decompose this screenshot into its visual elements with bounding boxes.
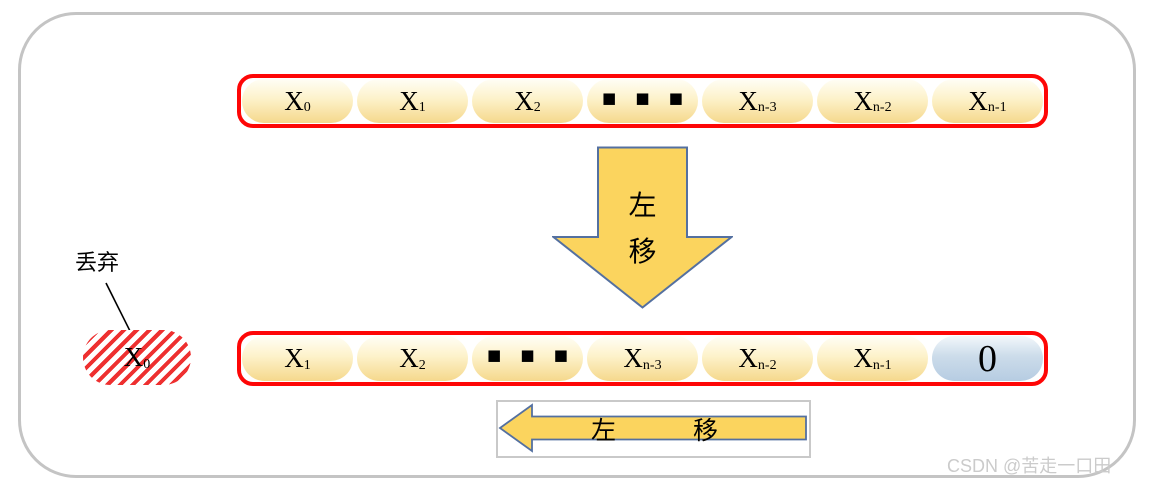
ellipsis-dots: ■ ■ ■ (487, 346, 575, 364)
left-arrow-icon (498, 403, 807, 453)
cell-label: X (514, 85, 534, 116)
cell-subscript: n-3 (757, 100, 777, 115)
cell-subscript: 1 (303, 357, 311, 373)
cell-label: X (738, 343, 758, 373)
cell-subscript: n-1 (987, 100, 1007, 115)
cell-subscript: n-2 (757, 357, 777, 373)
watermark: CSDN @苦走一口田 (947, 456, 1112, 476)
discard-label: 丢弃 (75, 250, 120, 275)
cell-label: X (284, 85, 304, 116)
register-cell-ellipsis: ■ ■ ■ (472, 336, 583, 381)
cell-subscript: 0 (143, 356, 151, 372)
left-shift-label-right: 移 (693, 417, 719, 445)
down-arrow-label: 左 移 (552, 147, 733, 275)
rounded-border-frame (18, 12, 1136, 478)
cell-label: 0 (978, 337, 997, 380)
cell-subscript: 1 (418, 100, 426, 115)
cell-label: X (853, 343, 873, 373)
cell-label: X (738, 85, 758, 116)
left-shift-arrow-box: 左 移 (496, 400, 811, 458)
down-arrow-icon (552, 146, 733, 309)
discard-connector-line (105, 282, 133, 336)
cell-label: X (284, 343, 304, 373)
cell-subscript: n-2 (872, 100, 892, 115)
cell-label: X (399, 343, 419, 373)
cell-label: X (968, 85, 988, 116)
cell-subscript: n-3 (642, 357, 662, 373)
cell-label: X (399, 85, 419, 116)
down-arrow-label-line1: 左 (628, 190, 657, 221)
register-cell-ellipsis: ■ ■ ■ (587, 79, 698, 123)
cell-label: X (623, 343, 643, 373)
cell-subscript: 2 (418, 357, 426, 373)
left-shift-label-left: 左 (591, 417, 617, 445)
cell-label: X (123, 342, 144, 372)
ellipsis-dots: ■ ■ ■ (602, 88, 690, 107)
cell-subscript: 0 (303, 100, 311, 115)
register-cell-zero: 0 (932, 336, 1043, 381)
cell-subscript: 2 (533, 100, 541, 115)
cell-subscript: n-1 (872, 357, 892, 373)
cell-label: X (853, 85, 873, 116)
down-arrow-label-line2: 移 (628, 236, 657, 267)
